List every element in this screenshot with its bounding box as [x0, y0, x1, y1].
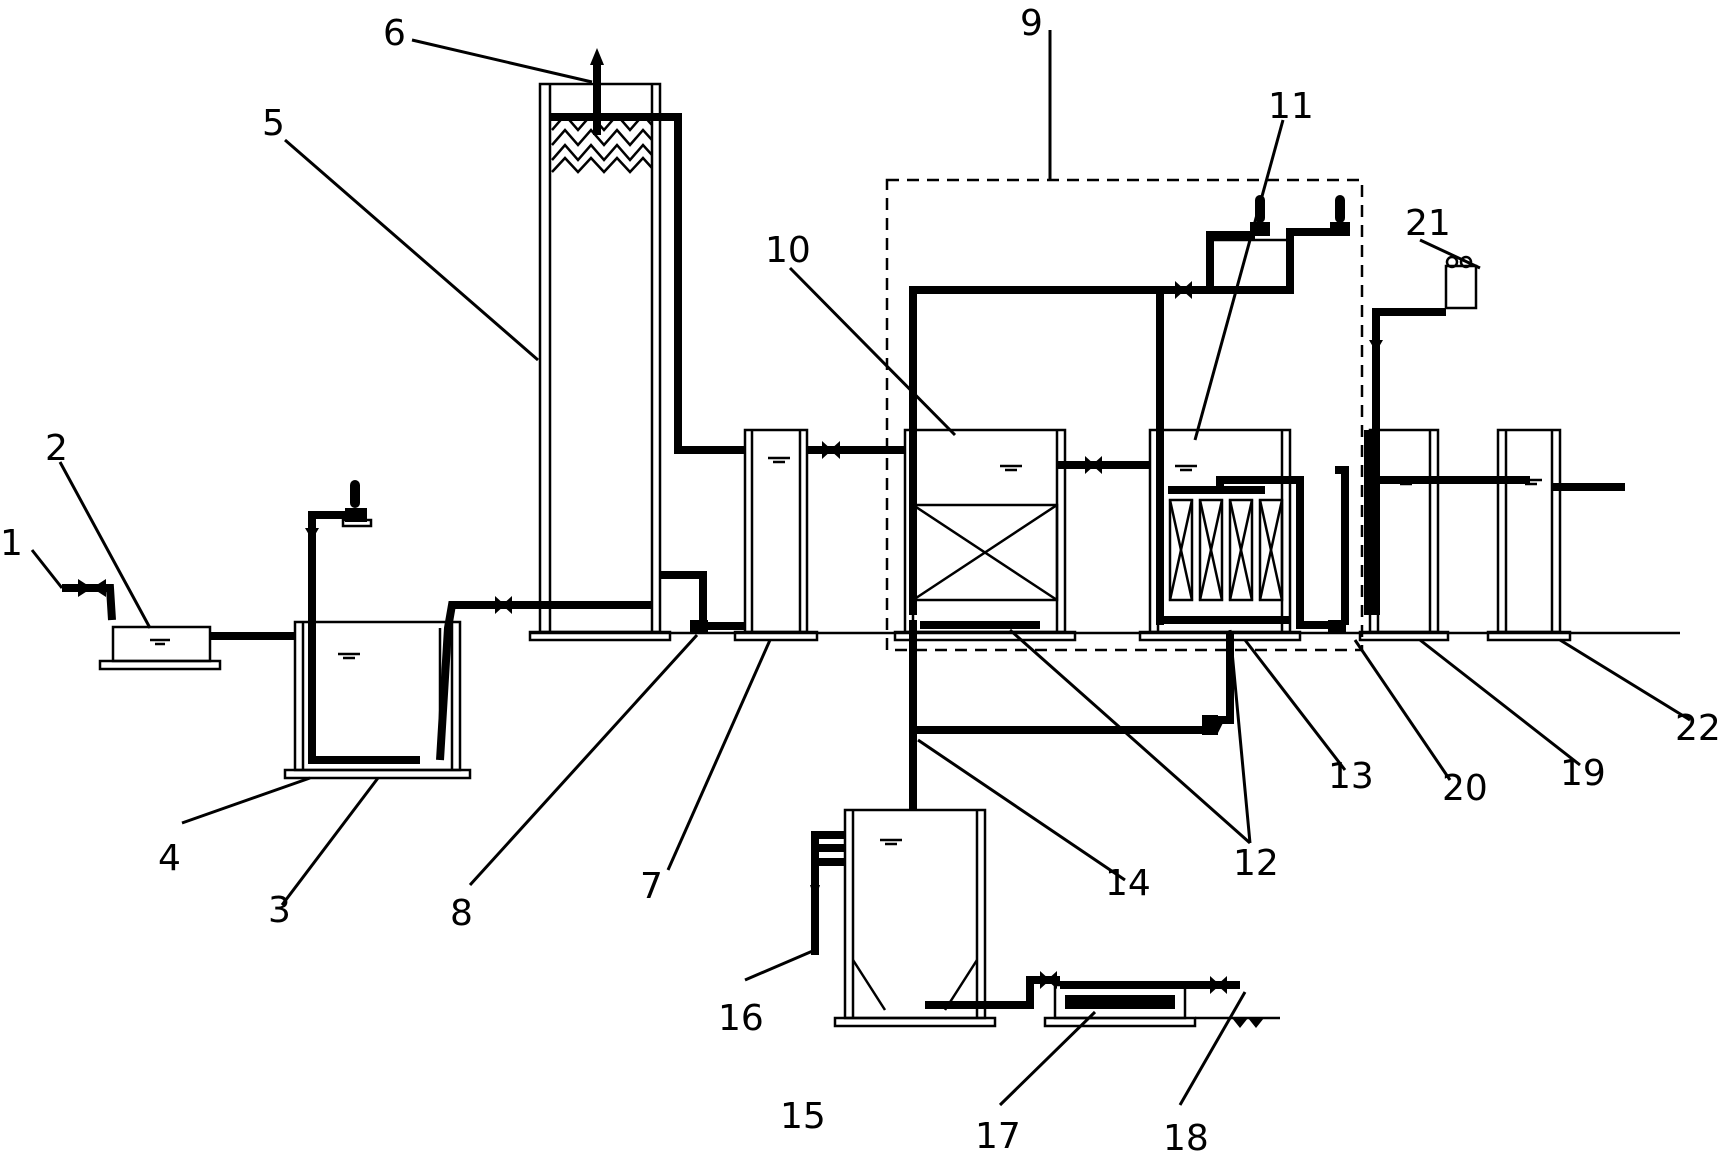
label-14: 14 — [1105, 863, 1151, 904]
label-20: 20 — [1442, 768, 1488, 809]
membrane-modules — [1168, 498, 1284, 602]
label-15: 15 — [780, 1096, 826, 1137]
label-5: 5 — [262, 103, 285, 144]
leader-lines — [30, 30, 1691, 1107]
label-11: 11 — [1268, 86, 1314, 127]
sludge-tank — [810, 808, 1060, 1028]
membrane-tank — [1138, 428, 1345, 642]
label-10: 10 — [765, 230, 811, 271]
label-3: 3 — [268, 890, 291, 931]
inlet-tank — [98, 625, 295, 671]
label-18: 18 — [1163, 1118, 1209, 1159]
label-16: 16 — [718, 998, 764, 1039]
label-22: 22 — [1675, 708, 1721, 749]
sludge-return-pipe — [909, 620, 1234, 810]
treatment-unit-boundary — [885, 178, 1364, 652]
label-4: 4 — [158, 838, 181, 879]
aeration-blowers — [1156, 195, 1350, 625]
label-8: 8 — [450, 893, 473, 934]
clear-water-tank — [1328, 428, 1530, 642]
dosing-device — [1364, 255, 1478, 615]
stripping-tower — [490, 48, 745, 642]
label-17: 17 — [975, 1116, 1021, 1157]
label-19: 19 — [1560, 753, 1606, 794]
inlet-pipe — [62, 579, 116, 621]
label-1: 1 — [0, 523, 23, 564]
label-2: 2 — [45, 428, 68, 469]
intermediate-tank — [733, 428, 905, 642]
transfer-pump — [690, 620, 745, 634]
label-12: 12 — [1233, 843, 1279, 884]
label-9: 9 — [1020, 3, 1043, 44]
discharge-outlet — [1195, 1016, 1280, 1028]
label-6: 6 — [383, 13, 406, 54]
regulating-tank — [283, 480, 490, 780]
label-21: 21 — [1405, 203, 1451, 244]
label-13: 13 — [1328, 756, 1374, 797]
label-7: 7 — [640, 866, 663, 907]
reactor-tank — [893, 286, 1270, 642]
final-tank — [1486, 428, 1625, 642]
sludge-drying-bed — [1043, 976, 1240, 1028]
